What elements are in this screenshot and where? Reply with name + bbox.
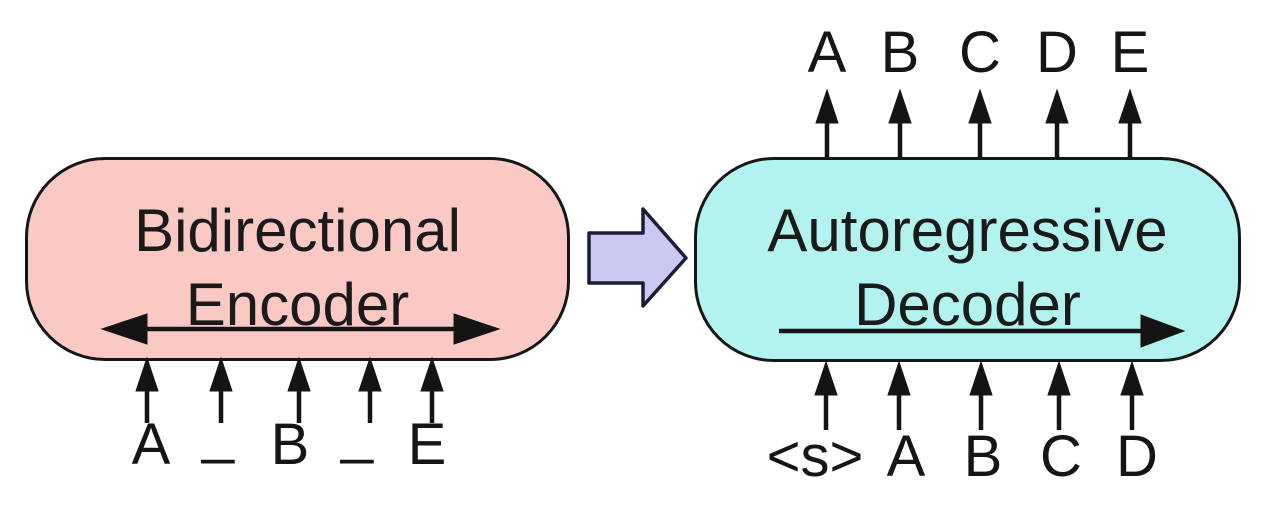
decoder-input-token: D xyxy=(1116,424,1158,489)
decoder-output-token: E xyxy=(1110,20,1150,85)
encoder-input-token: _ xyxy=(201,400,235,465)
encoder-title: Bidirectional Encoder xyxy=(28,194,567,342)
encoder-title-line1: Bidirectional xyxy=(134,197,461,264)
decoder-title-line2: Decoder xyxy=(854,271,1081,338)
decoder-output-arrow xyxy=(888,88,912,158)
decoder-title: Autoregressive Decoder xyxy=(697,194,1238,342)
bidirectional-encoder-box: Bidirectional Encoder xyxy=(25,157,570,361)
decoder-title-line1: Autoregressive xyxy=(767,197,1168,264)
decoder-input-arrow xyxy=(887,360,911,430)
encoder-input-token: A xyxy=(131,412,171,477)
encoder-to-decoder-arrow-icon xyxy=(587,207,688,308)
decoder-input-token: A xyxy=(886,424,926,489)
decoder-input-arrows xyxy=(814,360,1144,430)
decoder-output-token: B xyxy=(880,20,920,85)
decoder-input-arrow xyxy=(969,360,993,430)
encoder-input-token: _ xyxy=(340,400,374,465)
encoder-title-line2: Encoder xyxy=(185,271,410,338)
encoder-input-token: E xyxy=(407,412,447,477)
autoregressive-decoder-box: Autoregressive Decoder xyxy=(694,157,1241,362)
decoder-input-token: C xyxy=(1040,424,1082,489)
decoder-output-arrow xyxy=(968,88,992,158)
decoder-output-token: C xyxy=(959,20,1001,85)
connector-arrow-shape xyxy=(587,207,688,308)
decoder-output-arrow xyxy=(815,88,839,158)
decoder-input-arrow xyxy=(814,360,838,430)
decoder-output-arrows xyxy=(815,88,1142,158)
encoder-input-token: B xyxy=(270,412,310,477)
decoder-output-arrow xyxy=(1045,88,1069,158)
decoder-input-token: <s> xyxy=(766,424,864,489)
decoder-output-arrow xyxy=(1118,88,1142,158)
decoder-input-token: B xyxy=(963,424,1003,489)
decoder-input-arrow xyxy=(1120,360,1144,430)
decoder-input-arrow xyxy=(1047,360,1071,430)
decoder-output-token: D xyxy=(1036,20,1078,85)
decoder-output-token: A xyxy=(807,20,847,85)
